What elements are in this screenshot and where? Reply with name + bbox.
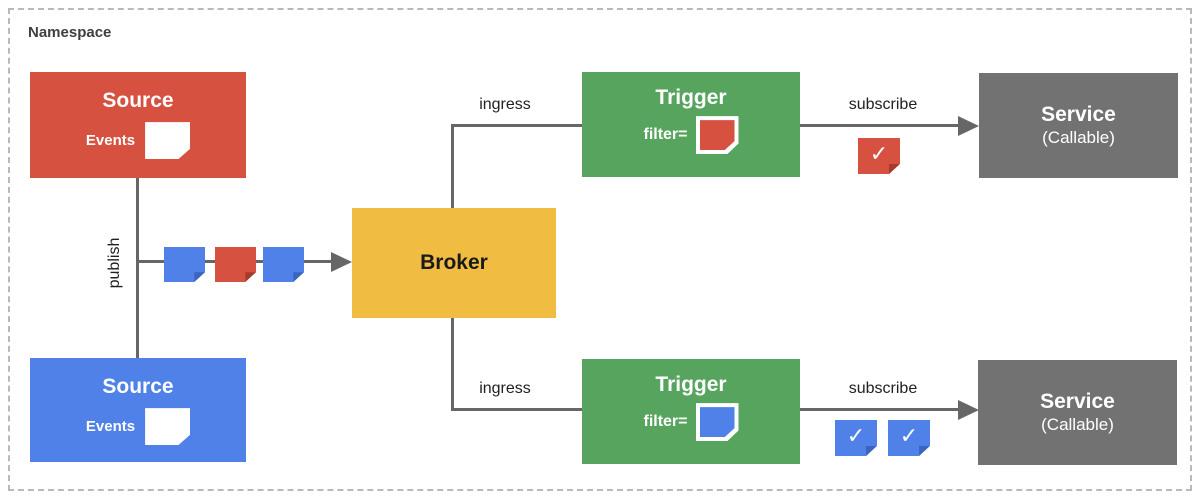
service-node-top: Service (Callable): [979, 73, 1178, 178]
service-node-bottom: Service (Callable): [978, 360, 1177, 465]
broker-title: Broker: [420, 250, 488, 274]
trigger-node-top: Trigger filter=: [582, 72, 800, 177]
publish-label: publish: [106, 237, 123, 289]
filter-note-red-icon: [695, 116, 739, 155]
trigger-title: Trigger: [655, 86, 727, 109]
events-label: Events: [85, 418, 136, 436]
filter-label: filter=: [643, 413, 688, 431]
service-title: Service: [1040, 389, 1115, 413]
checkmark-icon: ✓: [846, 423, 866, 448]
event-note-red-icon: [215, 247, 256, 282]
ingress-bottom-vertical-line: [451, 318, 454, 411]
filter-note-fill: [699, 407, 735, 438]
subscribe-top-label: subscribe: [848, 96, 918, 113]
ingress-bottom-label: ingress: [479, 380, 531, 397]
event-note-blue-icon: [263, 247, 304, 282]
namespace-boundary: [8, 8, 1192, 491]
ingress-top-vertical-line: [451, 126, 454, 208]
subscribe-bottom-label: subscribe: [848, 380, 918, 397]
source-title: Source: [102, 89, 174, 112]
filter-row: filter=: [643, 116, 739, 155]
service-subtitle: (Callable): [1041, 414, 1114, 434]
filter-note-fill: [699, 120, 735, 151]
source-node-red: Source Events: [30, 72, 246, 178]
event-note-white-icon: [145, 408, 191, 446]
ingress-top-horizontal-line: [451, 124, 582, 127]
trigger-title: Trigger: [655, 373, 727, 396]
subscribe-bottom-line: [800, 408, 959, 411]
events-row: Events: [85, 122, 191, 160]
publish-arrowhead-icon: [331, 252, 352, 272]
filter-row: filter=: [643, 403, 739, 442]
filter-note-blue-icon: [695, 403, 739, 442]
trigger-node-bottom: Trigger filter=: [582, 359, 800, 464]
event-note-blue-icon: [164, 247, 205, 282]
ingress-bottom-horizontal-line: [451, 408, 582, 411]
broker-node: Broker: [352, 208, 556, 318]
filter-label: filter=: [643, 126, 688, 144]
subscribe-bottom-arrowhead-icon: [958, 400, 979, 420]
checked-event-red-icon: ✓: [858, 138, 900, 174]
checkmark-icon: ✓: [899, 423, 919, 448]
source-title: Source: [102, 375, 174, 398]
publish-vertical-line: [136, 178, 139, 358]
service-subtitle: (Callable): [1042, 127, 1115, 147]
event-note-white-icon: [145, 122, 191, 160]
events-label: Events: [85, 132, 136, 150]
checked-event-blue-icon: ✓: [835, 420, 877, 456]
ingress-top-label: ingress: [479, 96, 531, 113]
source-node-blue: Source Events: [30, 358, 246, 462]
events-row: Events: [85, 408, 191, 446]
namespace-label: Namespace: [28, 24, 112, 41]
subscribe-top-arrowhead-icon: [958, 116, 979, 136]
service-title: Service: [1041, 102, 1116, 126]
checkmark-icon: ✓: [869, 141, 889, 166]
subscribe-top-line: [800, 124, 959, 127]
checked-event-blue-icon: ✓: [888, 420, 930, 456]
